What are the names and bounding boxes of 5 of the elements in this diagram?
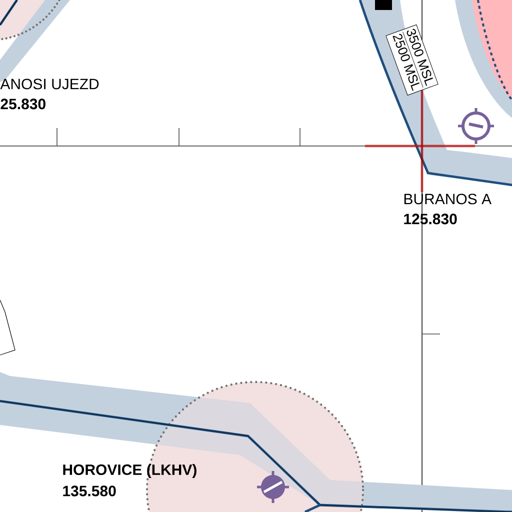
- altitude-box: 3500 MSL 2500 MSL: [386, 24, 438, 96]
- frequency-label: 135.580: [63, 486, 116, 496]
- place-name: ANOSI UJEZD: [0, 78, 99, 90]
- frequency-label: 25.830: [0, 98, 46, 110]
- place-name: HOROVICE (LKHV): [63, 464, 196, 478]
